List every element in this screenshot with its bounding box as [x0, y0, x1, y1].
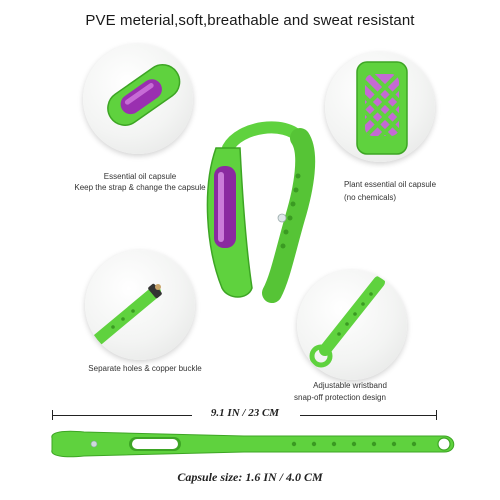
- callout-top-left-line1: Essential oil capsule: [103, 172, 177, 181]
- dimension-line-segment-left: [52, 415, 192, 416]
- lattice-capsule-circle: [325, 52, 435, 162]
- capsule-size-caption: Capsule size: 1.6 IN / 4.0 CM: [177, 470, 323, 484]
- strap-end-circle: [297, 270, 407, 380]
- capsule-closeup-circle: [83, 44, 193, 154]
- callout-top-left-line2: Keep the strap & change the capsule: [74, 183, 206, 192]
- callout-bottom-right-line2: snap-off protection design: [294, 393, 386, 402]
- lattice-capsule-image: [356, 61, 408, 155]
- main-bracelet-image: [206, 121, 316, 303]
- callout-bottom-left: Separate holes & copper buckle: [88, 364, 202, 373]
- dimension-line-right: [436, 410, 437, 420]
- headline: PVE meterial,soft,breathable and sweat r…: [85, 12, 415, 29]
- callout-top-right-line2: (no chemicals): [343, 193, 396, 202]
- buckle-closeup-circle: [85, 250, 195, 360]
- buckle-closeup-image: [89, 283, 162, 348]
- dimension-label: 9.1 IN / 23 CM: [210, 407, 280, 419]
- callout-top-right-line1: Plant essential oil capsule: [343, 180, 437, 189]
- strap-end-image: [309, 276, 385, 368]
- dimension-line-segment-right: [300, 415, 436, 416]
- callout-bottom-right-line1: Adjustable wristband: [313, 381, 387, 390]
- capsule-closeup-image: [107, 64, 181, 126]
- flat-strap-image: [51, 430, 455, 458]
